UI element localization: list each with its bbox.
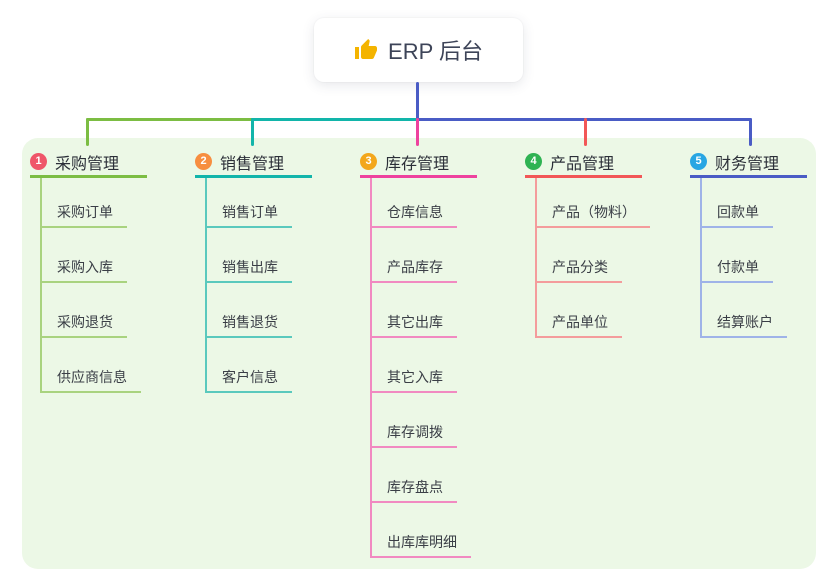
node-item[interactable]: 出库库明细 [370, 530, 471, 558]
node-item[interactable]: 其它入库 [370, 365, 457, 393]
node-item[interactable]: 库存调拨 [370, 420, 457, 448]
branch-1-connector [40, 178, 42, 393]
branch-5-connector [700, 178, 702, 338]
root-node[interactable]: ERP 后台 [314, 18, 523, 82]
node-item[interactable]: 仓库信息 [370, 200, 457, 228]
branch-3-connector [370, 178, 372, 558]
drop-line-1 [86, 118, 89, 146]
branch-label: 销售管理 [220, 155, 285, 173]
trunk-segment-left [86, 118, 254, 121]
branch-badge-1: 1 [30, 153, 47, 170]
mindmap-panel [22, 138, 816, 569]
node-item[interactable]: 供应商信息 [40, 365, 141, 393]
node-item[interactable]: 产品分类 [535, 255, 622, 283]
node-item[interactable]: 结算账户 [700, 310, 787, 338]
branch-header-finance[interactable]: 5 财务管理 [690, 148, 807, 178]
branch-label: 采购管理 [55, 155, 120, 173]
node-item[interactable]: 产品库存 [370, 255, 457, 283]
node-item[interactable]: 库存盘点 [370, 475, 457, 503]
branch-2-connector [205, 178, 207, 393]
branch-badge-2: 2 [195, 153, 212, 170]
node-item[interactable]: 采购入库 [40, 255, 127, 283]
drop-line-3 [416, 118, 419, 146]
node-item[interactable]: 采购订单 [40, 200, 127, 228]
node-item[interactable]: 产品单位 [535, 310, 622, 338]
branch-header-inventory[interactable]: 3 库存管理 [360, 148, 477, 178]
root-connector-line [416, 82, 419, 119]
node-item[interactable]: 采购退货 [40, 310, 127, 338]
node-item[interactable]: 回款单 [700, 200, 773, 228]
branch-header-sales[interactable]: 2 销售管理 [195, 148, 312, 178]
node-item[interactable]: 销售退货 [205, 310, 292, 338]
branch-label: 财务管理 [715, 155, 780, 173]
drop-line-5 [749, 118, 752, 146]
node-item[interactable]: 其它出库 [370, 310, 457, 338]
node-item[interactable]: 付款单 [700, 255, 773, 283]
node-item[interactable]: 销售出库 [205, 255, 292, 283]
root-label: ERP 后台 [388, 39, 483, 64]
branch-label: 产品管理 [550, 155, 615, 173]
node-item[interactable]: 产品（物料） [535, 200, 650, 228]
branch-4-connector [535, 178, 537, 338]
branch-header-purchase[interactable]: 1 采购管理 [30, 148, 147, 178]
branch-badge-4: 4 [525, 153, 542, 170]
branch-badge-5: 5 [690, 153, 707, 170]
thumbs-up-icon [354, 38, 378, 62]
branch-label: 库存管理 [385, 155, 450, 173]
drop-line-2 [251, 118, 254, 146]
trunk-segment-middle [251, 118, 417, 121]
node-item[interactable]: 销售订单 [205, 200, 292, 228]
node-item[interactable]: 客户信息 [205, 365, 292, 393]
branch-badge-3: 3 [360, 153, 377, 170]
drop-line-4 [584, 118, 587, 146]
branch-header-product[interactable]: 4 产品管理 [525, 148, 642, 178]
